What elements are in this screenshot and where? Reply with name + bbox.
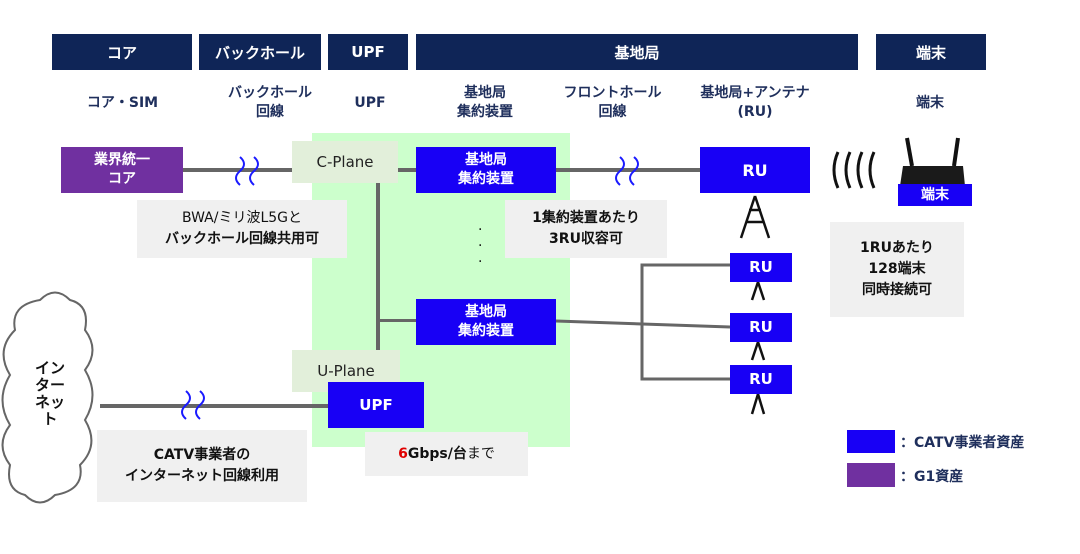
wireless-wave-icon <box>181 156 639 420</box>
internet-label-1: イン <box>34 359 65 377</box>
cu1-label-1: 基地局 <box>465 152 507 168</box>
legend-swatch-catv <box>847 430 895 453</box>
header-terminal: 端末 <box>876 34 986 70</box>
cu2-label-2: 集約装置 <box>458 323 514 339</box>
header-core: コア <box>52 34 192 70</box>
note-cu-capacity: 1集約装置あたり 3RU収容可 <box>505 200 667 258</box>
sub-fronthaul-2: 回線 <box>598 104 627 120</box>
legend-label-catv: ：CATV事業者資産 <box>900 435 1025 451</box>
note-catv: CATV事業者のインターネット回線利用 <box>97 430 307 502</box>
sub-core: コア・SIM <box>86 95 159 111</box>
header-base-station: 基地局 <box>416 34 858 70</box>
sub-terminal: 端末 <box>916 95 944 111</box>
sub-cu-1: 基地局 <box>464 85 506 101</box>
ru-small-node-1: RU <box>730 253 792 282</box>
ru-small-node-2: RU <box>730 313 792 342</box>
cu2-line <box>376 319 418 322</box>
internet-label: インターネット <box>30 360 70 428</box>
c-plane-node: C-Plane <box>292 141 398 183</box>
note-ru-3: 同時接続可 <box>862 282 932 298</box>
note-cu-2: 3RU収容可 <box>549 231 623 247</box>
internet-label-3: ネット <box>34 393 65 428</box>
ru-main-node: RU <box>700 147 810 193</box>
note-ru-1: 1RUあたり <box>860 240 934 256</box>
note-catv-2: インターネット回線利用 <box>125 468 279 484</box>
sub-ru: 基地局+アンテナ (RU) <box>680 84 830 122</box>
ru-small-node-3: RU <box>730 365 792 394</box>
upf-vertical-line <box>376 183 380 351</box>
ellipsis-dots: ··· <box>478 222 483 270</box>
cu2-label-1: 基地局 <box>465 304 507 320</box>
upf-speed-number: 6 <box>398 445 408 462</box>
internet-cloud-icon <box>1 291 94 504</box>
note-ru-2: 128端末 <box>868 261 926 277</box>
sub-backhaul: バックホール回線 <box>210 84 330 122</box>
terminal-node: 端末 <box>898 184 972 206</box>
sub-cu-2: 集約装置 <box>457 104 513 120</box>
sub-upf: UPF <box>354 95 386 111</box>
sub-backhaul-2: 回線 <box>256 104 284 120</box>
fronthaul-line <box>556 168 702 172</box>
note-catv-1: CATV事業者の <box>153 447 251 463</box>
note-cu-1: 1集約装置あたり <box>532 210 640 226</box>
legend-label-g1: ：G1資産 <box>900 469 964 485</box>
core-label-1: 業界統一 <box>94 152 150 168</box>
sub-cu: 基地局集約装置 <box>430 84 540 122</box>
sub-backhaul-1: バックホール <box>228 85 312 101</box>
upf-node: UPF <box>328 382 424 428</box>
backhaul-line <box>183 168 293 172</box>
note-bwa-1: BWA/ミリ波L5Gと <box>181 210 303 226</box>
note-bwa-2: バックホール回線共用可 <box>165 231 319 247</box>
cu-node-2: 基地局集約装置 <box>416 299 556 345</box>
sub-ru-2: (RU) <box>737 104 773 120</box>
internet-label-2: ター <box>34 376 65 394</box>
note-bwa: BWA/ミリ波L5Gとバックホール回線共用可 <box>137 200 347 258</box>
cu-node-1: 基地局集約装置 <box>416 147 556 193</box>
cplane-cu-line <box>398 168 418 172</box>
sub-fronthaul: フロントホール回線 <box>550 84 675 122</box>
header-backhaul: バックホール <box>199 34 321 70</box>
signal-arcs-icon <box>832 151 876 189</box>
sub-fronthaul-1: フロントホール <box>563 85 662 101</box>
note-ru-capacity: 1RUあたり 128端末同時接続可 <box>830 222 964 317</box>
upf-speed-unit: Gbps/台 <box>407 445 467 462</box>
sub-ru-1: 基地局+アンテナ <box>700 85 810 101</box>
antenna-tower-icon <box>739 195 771 415</box>
core-label-2: コア <box>108 171 136 187</box>
header-upf: UPF <box>328 34 408 70</box>
core-node: 業界統一コア <box>61 147 183 193</box>
router-icon <box>900 137 965 186</box>
cu1-label-2: 集約装置 <box>458 171 514 187</box>
upf-speed-suffix: まで <box>466 445 495 462</box>
internet-line <box>100 404 330 408</box>
legend-swatch-g1 <box>847 463 895 487</box>
